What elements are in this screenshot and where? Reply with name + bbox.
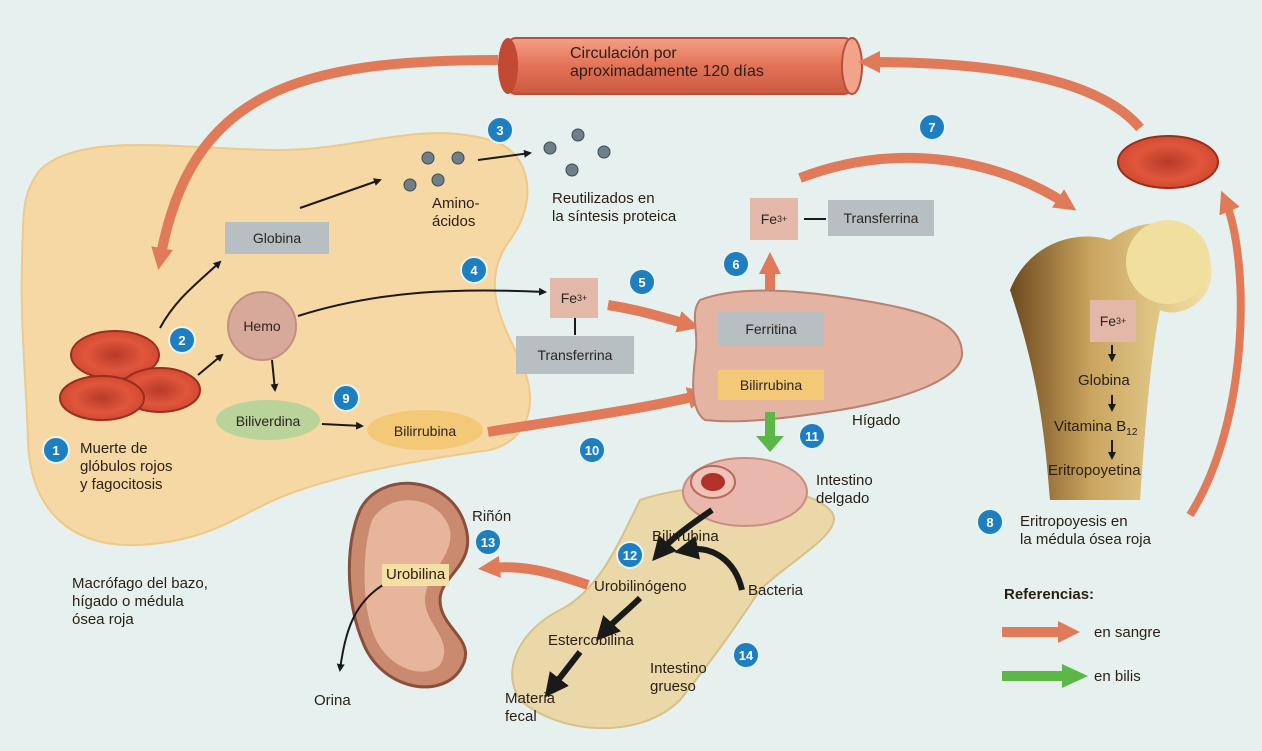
legend-blood-label: en sangre [1094, 624, 1161, 642]
step-badge-5: 5 [630, 270, 654, 294]
fe-charge: 3+ [1116, 316, 1126, 326]
step-badge-12: 12 [618, 543, 642, 567]
urobilin-label: Urobilina [382, 564, 449, 586]
fe-symbol: Fe [761, 211, 777, 227]
step-badge-10: 10 [580, 438, 604, 462]
step-badge-3: 3 [488, 118, 512, 142]
biliverdin-label: Biliverdina [220, 410, 316, 432]
transferrin-box-top: Transferrina [828, 200, 934, 236]
urine-label: Orina [314, 692, 351, 710]
small-intestine-label: Intestino delgado [816, 472, 873, 508]
rbc-death-label: Muerte de glóbulos rojos y fagocitosis [80, 440, 173, 494]
step-badge-14: 14 [734, 643, 758, 667]
feces-label: Materia fecal [505, 690, 555, 726]
step-badge-4: 4 [462, 258, 486, 282]
vitamin-b12-label: Vitamina B12 [1054, 418, 1137, 442]
step-badge-8: 8 [978, 510, 1002, 534]
large-intestine-label: Intestino grueso [650, 660, 707, 696]
step-badge-9: 9 [334, 386, 358, 410]
bilirubin-label-macrophage: Bilirrubina [370, 420, 480, 442]
step-badge-2: 2 [170, 328, 194, 352]
macrophage-label: Macrófago del bazo, hígado o médula ósea… [72, 575, 208, 629]
bilirubin-label-liver: Bilirrubina [718, 374, 824, 396]
urobilinogen-label: Urobilinógeno [594, 578, 687, 596]
amino-acids-label: Amino- ácidos [432, 195, 480, 231]
transferrin-box-mid: Transferrina [516, 336, 634, 374]
circulation-label: Circulación por aproximadamente 120 días [570, 45, 764, 81]
erythropoietin-label: Eritropoyetina [1048, 462, 1141, 480]
ferritin-box: Ferritina [718, 312, 824, 346]
reused-protein-label: Reutilizados en la síntesis proteica [552, 190, 676, 226]
fe-charge: 3+ [577, 293, 587, 303]
bilirubin-label-intestine: Bilirrubina [652, 528, 719, 546]
fe-symbol: Fe [1100, 313, 1116, 329]
step-badge-11: 11 [800, 424, 824, 448]
globin-box: Globina [225, 222, 329, 254]
stercobilin-label: Estercobilina [548, 632, 634, 650]
legend-title: Referencias: [1004, 586, 1094, 604]
vitamin-b12-text: Vitamina B [1054, 418, 1126, 435]
step-badge-13: 13 [476, 530, 500, 554]
erythropoiesis-label: Eritropoyesis en la médula ósea roja [1020, 513, 1151, 549]
bacteria-label: Bacteria [748, 582, 803, 600]
step-badge-6: 6 [724, 252, 748, 276]
step-badge-7: 7 [920, 115, 944, 139]
step-badge-1: 1 [44, 438, 68, 462]
fe-symbol: Fe [561, 290, 577, 306]
liver-label: Hígado [852, 412, 900, 430]
heme-label: Hemo [232, 315, 292, 337]
vitamin-b12-subscript: 12 [1126, 427, 1137, 438]
fe-charge: 3+ [777, 214, 787, 224]
legend-bile-label: en bilis [1094, 668, 1141, 686]
globin-bone-label: Globina [1078, 372, 1130, 390]
kidney-label: Riñón [472, 508, 511, 526]
